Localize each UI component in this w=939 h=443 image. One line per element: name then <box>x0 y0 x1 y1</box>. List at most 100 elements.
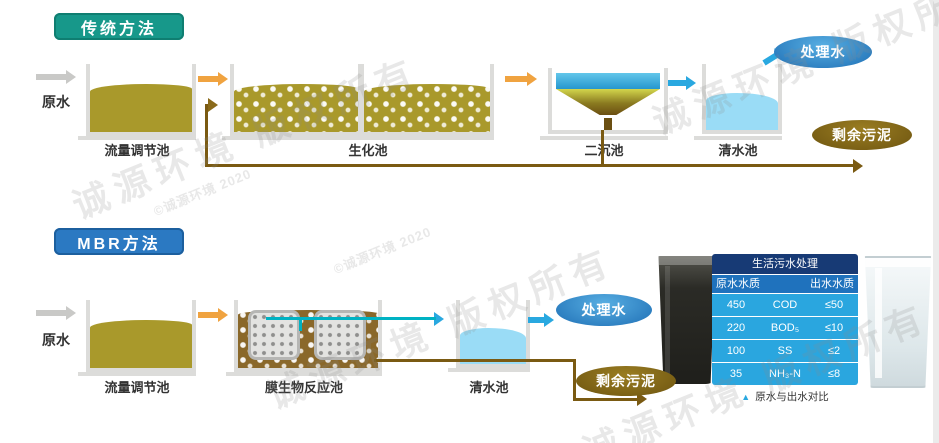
comparison-caption: ▲ 原水与出水对比 <box>712 389 858 404</box>
sludge-line <box>601 130 604 167</box>
arrow-head <box>686 76 696 90</box>
flow-arrow <box>505 72 537 86</box>
col-header-spacer <box>764 275 806 293</box>
caption-text: 原水与出水对比 <box>755 391 829 403</box>
secondary-settling-tank <box>548 68 668 134</box>
clean-water <box>706 93 778 130</box>
cell-raw: 35 <box>729 368 743 380</box>
sludge-return-arrow-head <box>208 98 218 112</box>
permeate-pipe <box>266 317 436 320</box>
arrow-head <box>66 70 76 84</box>
sludge-arrow-head <box>853 159 863 173</box>
cell-param: BOD₅ <box>770 322 800 334</box>
tank-base <box>540 136 668 140</box>
treated-water-oval: 处理水 <box>774 36 872 68</box>
arrow-head <box>544 313 554 327</box>
tank-base <box>448 368 530 372</box>
sludge-line <box>573 359 576 401</box>
tank-base <box>354 136 494 140</box>
cell-param: SS <box>777 345 793 357</box>
flow-arrow <box>198 72 228 86</box>
cell-raw: 220 <box>726 322 746 334</box>
raw-water-inflow-arrow <box>36 306 76 320</box>
raw-water-label: 原水 <box>42 94 70 110</box>
cell-param: NH₃-N <box>769 368 801 380</box>
arrow-shaft <box>198 312 219 318</box>
permeate-arrow-head <box>434 312 444 326</box>
biochemical-tank-1 <box>230 64 362 136</box>
flow-regulating-tank-mbr <box>86 300 196 372</box>
triangle-marker-icon: ▲ <box>741 391 751 402</box>
clear-water-tank-mbr <box>456 300 530 368</box>
sludge-return-line <box>205 104 208 166</box>
aerated-water <box>234 84 358 132</box>
arrow-head <box>218 72 228 86</box>
water-quality-table: 生活污水处理 原水水质 出水水质 450 COD ≤50 220 BOD₅ ≤1… <box>712 254 858 385</box>
sludge-line <box>374 359 576 362</box>
tank-label-regulating-mbr: 流量调节池 <box>104 380 170 395</box>
watermark-copyright: ©诚源环境 2020 <box>331 223 434 277</box>
traditional-method-badge: 传统方法 <box>54 13 184 40</box>
biochemical-tank-2 <box>360 64 494 136</box>
flow-arrow <box>668 76 696 90</box>
excess-sludge-oval: 剩余污泥 <box>812 120 912 150</box>
aerated-water <box>364 84 490 132</box>
arrow-shaft <box>36 74 67 80</box>
clean-water <box>460 328 526 364</box>
tank-label-regulating: 流量调节池 <box>104 143 170 158</box>
excess-sludge-oval-mbr: 剩余污泥 <box>576 366 676 396</box>
tank-label-membrane: 膜生物反应池 <box>264 380 343 395</box>
clear-water-tank <box>702 64 782 134</box>
table-row: 100 SS ≤2 <box>712 339 858 362</box>
cell-raw: 450 <box>726 299 746 311</box>
arrow-shaft <box>198 76 219 82</box>
tank-label-clearwater: 清水池 <box>718 143 758 158</box>
mbr-method-badge: MBR方法 <box>54 228 184 255</box>
olive-water <box>90 320 192 368</box>
olive-water <box>90 84 192 132</box>
sludge-outlet <box>604 118 612 130</box>
tank-base <box>694 136 782 140</box>
tank-label-secondary: 二沉池 <box>556 140 652 159</box>
col-header-raw: 原水水质 <box>716 278 760 290</box>
table-row: 450 COD ≤50 <box>712 293 858 316</box>
clarified-layer <box>556 73 660 89</box>
arrow-shaft <box>36 310 67 316</box>
cell-out: ≤8 <box>827 368 841 380</box>
watermark-copyright: ©诚源环境 2020 <box>151 165 254 219</box>
tank-base <box>78 372 196 376</box>
cell-raw: 100 <box>726 345 746 357</box>
raw-water-glass <box>658 256 716 384</box>
arrow-head <box>66 306 76 320</box>
flow-arrow <box>198 308 228 322</box>
flow-arrow <box>528 313 554 327</box>
membrane-bioreactor-tank <box>234 300 382 372</box>
table-title: 生活污水处理 <box>712 254 858 274</box>
cell-out: ≤10 <box>824 322 844 334</box>
col-header-out: 出水水质 <box>810 278 854 290</box>
tank-base <box>78 136 196 140</box>
flow-regulating-tank <box>86 64 196 136</box>
tank-base <box>222 136 358 140</box>
cell-out: ≤2 <box>827 345 841 357</box>
tank-base <box>226 372 382 376</box>
tank-label-biochemical: 生化池 <box>348 143 388 158</box>
settling-funnel <box>556 89 660 115</box>
arrow-shaft <box>668 80 687 86</box>
arrow-shaft <box>505 76 528 82</box>
sludge-line <box>205 164 855 167</box>
table-row: 35 NH₃-N ≤8 <box>712 362 858 385</box>
sludge-line <box>573 398 639 401</box>
sludge-arrow-head <box>637 392 647 406</box>
arrow-head <box>527 72 537 86</box>
table-row: 220 BOD₅ ≤10 <box>712 316 858 339</box>
table-subheader: 原水水质 出水水质 <box>712 274 858 293</box>
right-edge-strip <box>933 0 939 443</box>
tank-label-clearwater-mbr: 清水池 <box>469 380 509 395</box>
arrow-head <box>218 308 228 322</box>
arrow-shaft <box>528 317 545 323</box>
raw-water-inflow-arrow <box>36 70 76 84</box>
cell-param: COD <box>772 299 798 311</box>
permeate-pipe <box>299 317 302 331</box>
